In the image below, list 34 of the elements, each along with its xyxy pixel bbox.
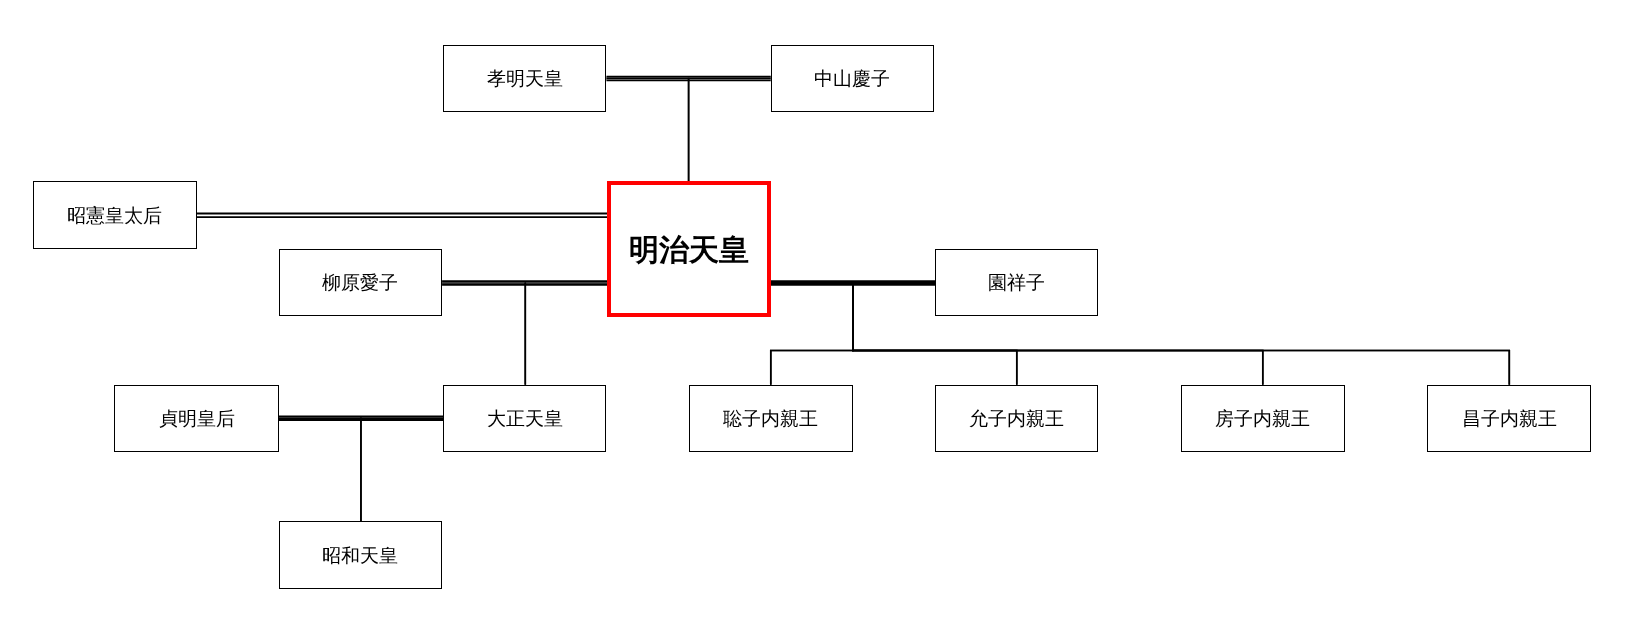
- person-name: 房子内親王: [1215, 406, 1311, 432]
- person-box: [1427, 384, 1592, 453]
- connector-line: [360, 417, 444, 522]
- person-name: 中山慶子: [814, 66, 891, 92]
- person-box: [935, 384, 1099, 453]
- person-name: 園祥子: [988, 270, 1046, 296]
- person-box: [443, 384, 607, 453]
- person-name: 貞明皇后: [158, 406, 235, 432]
- person-name: 昌子内親王: [1461, 406, 1557, 432]
- connector-line: [687, 77, 772, 182]
- person-name: 允子内親王: [969, 406, 1065, 432]
- double-line: [196, 212, 608, 219]
- double-line: [278, 415, 444, 421]
- person-box: [33, 181, 197, 249]
- double-line: [606, 75, 771, 82]
- person-box: [278, 521, 443, 589]
- person-box: [688, 384, 853, 453]
- person-box: [770, 44, 935, 113]
- double-line: [770, 280, 936, 286]
- person-box: [278, 248, 443, 317]
- person-box: [114, 384, 279, 453]
- person-name: 昭和天皇: [322, 542, 399, 568]
- connector-line: [524, 282, 609, 386]
- person-box: [443, 44, 607, 113]
- person-name: 孝明天皇: [486, 66, 563, 92]
- person-name: 柳原愛子: [322, 270, 399, 296]
- person-box: [935, 248, 1099, 317]
- person-box: [1180, 384, 1345, 453]
- person-name: 聡子内親王: [723, 406, 819, 432]
- double-line: [442, 280, 608, 286]
- person-name: 大正天皇: [486, 406, 563, 432]
- person-name: 明治天皇: [629, 230, 750, 269]
- person-name: 昭憲皇太后: [67, 202, 163, 228]
- highlighted-person-box: [607, 181, 771, 318]
